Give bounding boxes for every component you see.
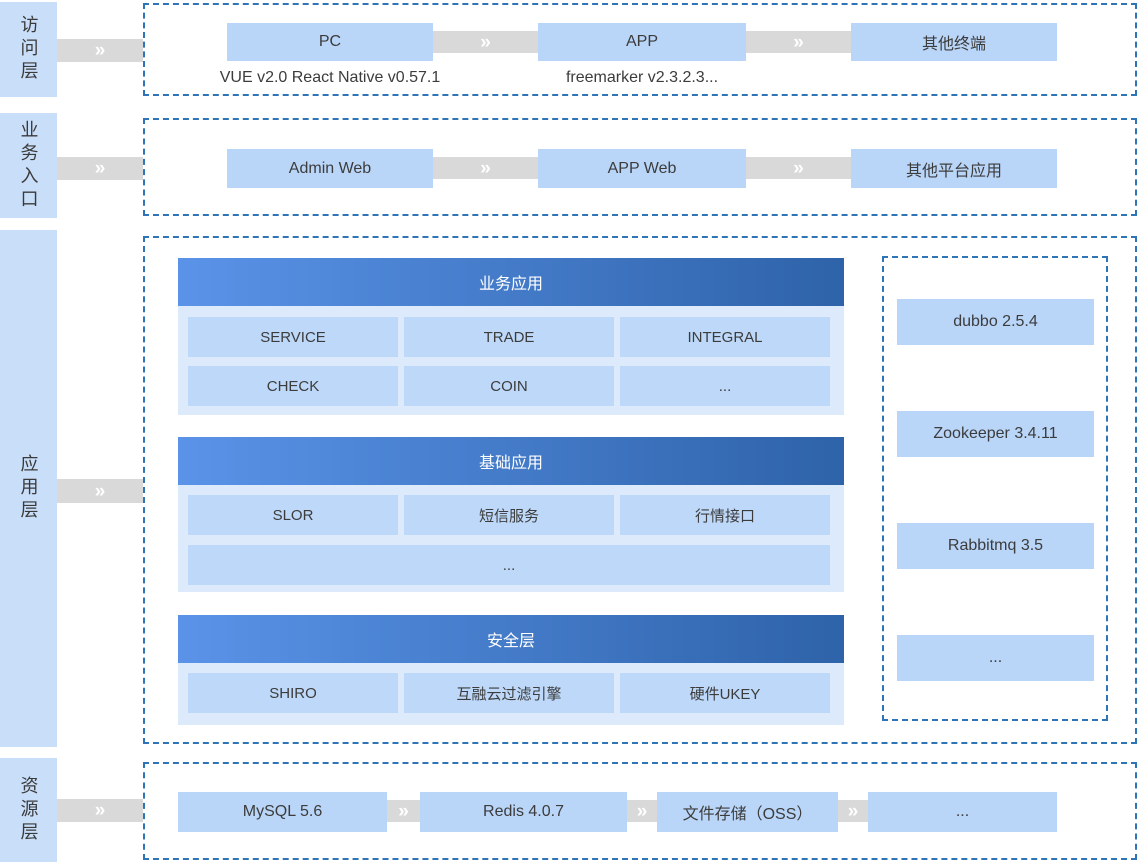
cell-filter-engine: 互融云过滤引擎 bbox=[404, 673, 614, 713]
cell-coin: COIN bbox=[404, 366, 614, 406]
cell-more-wide: ... bbox=[188, 545, 830, 585]
node-resource-more: ... bbox=[868, 792, 1057, 832]
node-other-terminal: 其他终端 bbox=[851, 23, 1057, 61]
application-layer-frame bbox=[143, 236, 1137, 744]
chevron-right-icon: » bbox=[746, 157, 851, 179]
node-app: APP bbox=[538, 23, 746, 61]
layer-label-entry: 业务入口 bbox=[0, 113, 57, 218]
chevron-right-icon: » bbox=[433, 157, 538, 179]
access-layer-frame bbox=[143, 3, 1137, 96]
node-rabbitmq: Rabbitmq 3.5 bbox=[897, 523, 1094, 569]
node-dubbo: dubbo 2.5.4 bbox=[897, 299, 1094, 345]
chevron-right-icon: » bbox=[57, 39, 143, 62]
cell-integral: INTEGRAL bbox=[620, 317, 830, 357]
cell-check: CHECK bbox=[188, 366, 398, 406]
cell-sms-service: 短信服务 bbox=[404, 495, 614, 535]
chevron-right-icon: » bbox=[57, 799, 143, 822]
chevron-right-icon: » bbox=[838, 800, 868, 822]
node-mysql: MySQL 5.6 bbox=[178, 792, 387, 832]
pc-tech-note: VUE v2.0 React Native v0.57.1 bbox=[219, 69, 441, 86]
node-app-web: APP Web bbox=[538, 149, 746, 188]
node-zookeeper: Zookeeper 3.4.11 bbox=[897, 411, 1094, 457]
node-redis: Redis 4.0.7 bbox=[420, 792, 627, 832]
section-title-security: 安全层 bbox=[178, 615, 844, 663]
resource-layer-frame bbox=[143, 762, 1137, 860]
layer-label-resource: 资源层 bbox=[0, 758, 57, 862]
layer-label-application: 应用层 bbox=[0, 230, 57, 747]
node-pc: PC bbox=[227, 23, 433, 61]
cell-service: SERVICE bbox=[188, 317, 398, 357]
cell-shiro: SHIRO bbox=[188, 673, 398, 713]
layer-label-access: 访问层 bbox=[0, 2, 57, 97]
cell-trade: TRADE bbox=[404, 317, 614, 357]
chevron-right-icon: » bbox=[746, 31, 851, 53]
node-oss-storage: 文件存储（OSS） bbox=[657, 792, 838, 832]
cell-more: ... bbox=[620, 366, 830, 406]
chevron-right-icon: » bbox=[627, 800, 657, 822]
chevron-right-icon: » bbox=[57, 157, 143, 180]
section-title-business-app: 业务应用 bbox=[178, 258, 844, 306]
chevron-right-icon: » bbox=[57, 479, 143, 503]
cell-quote-api: 行情接口 bbox=[620, 495, 830, 535]
chevron-right-icon: » bbox=[433, 31, 538, 53]
node-other-platform: 其他平台应用 bbox=[851, 149, 1057, 188]
middleware-frame bbox=[882, 256, 1108, 721]
node-middleware-more: ... bbox=[897, 635, 1094, 681]
section-title-basic-app: 基础应用 bbox=[178, 437, 844, 485]
cell-slor: SLOR bbox=[188, 495, 398, 535]
chevron-right-icon: » bbox=[387, 800, 420, 822]
node-admin-web: Admin Web bbox=[227, 149, 433, 188]
cell-ukey: 硬件UKEY bbox=[620, 673, 830, 713]
app-tech-note: freemarker v2.3.2.3... bbox=[565, 69, 719, 86]
entry-layer-frame bbox=[143, 118, 1137, 216]
